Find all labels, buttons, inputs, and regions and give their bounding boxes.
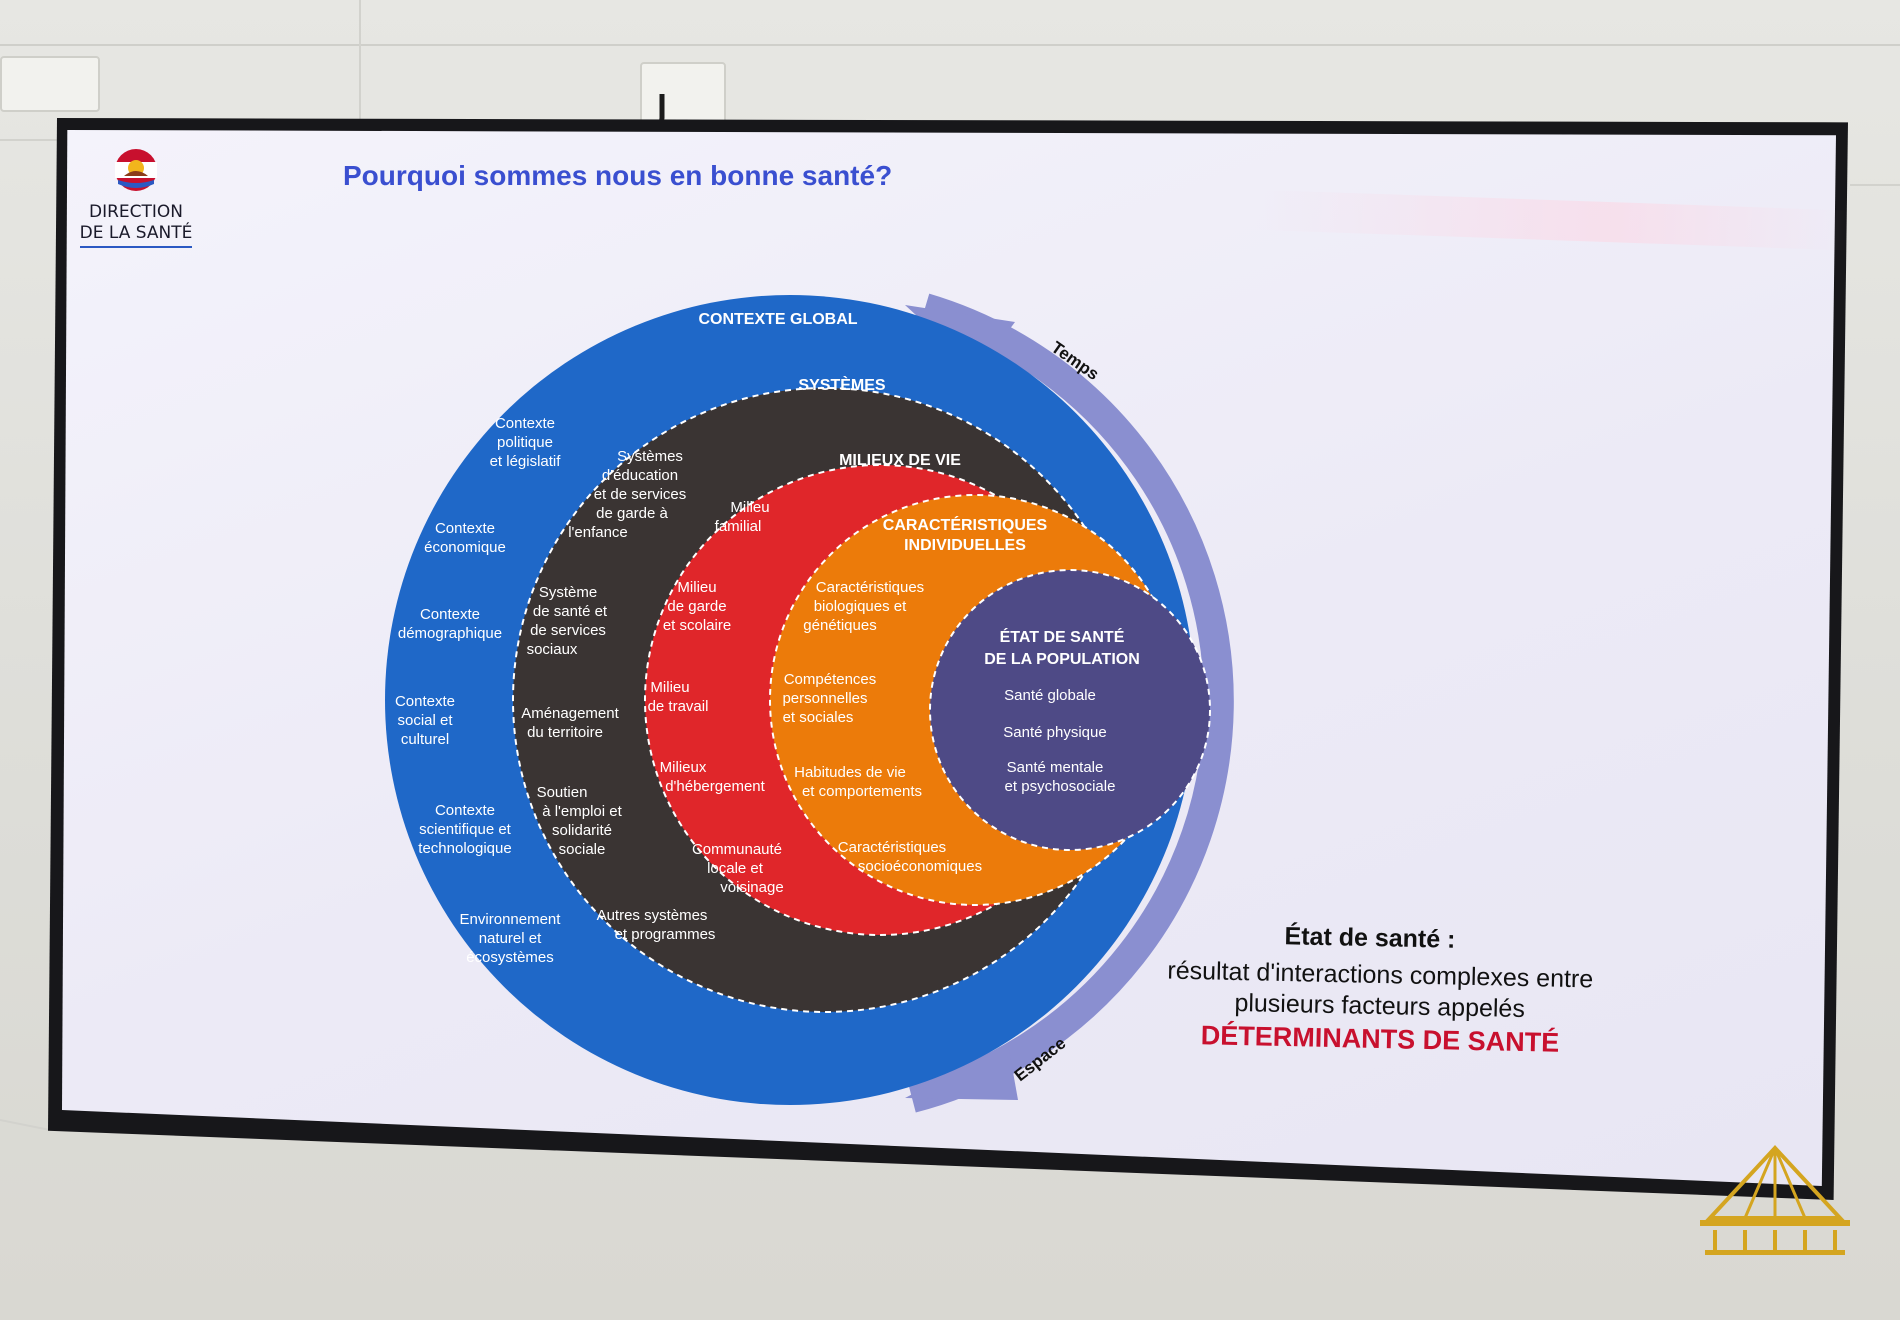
- label-milieux-de-vie: MILIEUX DE VIE: [839, 452, 961, 469]
- slide-title: Pourquoi sommes nous en bonne santé?: [343, 160, 893, 191]
- arrow-head-bottom: [905, 1044, 1018, 1100]
- logo-line-2: DE LA SANTÉ: [79, 223, 193, 243]
- arrow-band: [908, 293, 1234, 1113]
- wall-outlet: [0, 56, 100, 112]
- note-body: résultat d'interactions complexes entre …: [1129, 955, 1630, 1027]
- corner-watermark-logo: [1700, 1145, 1850, 1255]
- direction-sante-logo: DIRECTION DE LA SANTÉ: [76, 148, 196, 258]
- note-line-2: plusieurs facteurs appelés: [1234, 988, 1526, 1024]
- wall-plate: [640, 62, 726, 126]
- item-sante-globale: Santé globale: [1004, 687, 1096, 704]
- label-contexte-global: CONTEXTE GLOBAL: [698, 311, 857, 328]
- logo-line-1: DIRECTION: [88, 202, 184, 222]
- label-etat-de-sante-1: ÉTAT DE SANTÉ: [1000, 627, 1125, 646]
- item-sante-physique: Santé physique: [1003, 724, 1106, 741]
- label-caracteristiques: CARACTÉRISTIQUES: [883, 515, 1048, 534]
- ring-etat-de-sante: [930, 570, 1210, 850]
- label-individuelles: INDIVIDUELLES: [904, 537, 1026, 554]
- label-systemes: SYSTÈMES: [798, 375, 885, 394]
- polynesia-emblem-icon: [115, 149, 157, 191]
- logo-label: DIRECTION DE LA SANTÉ: [79, 202, 193, 248]
- label-etat-de-sante-2: DE LA POPULATION: [984, 651, 1140, 668]
